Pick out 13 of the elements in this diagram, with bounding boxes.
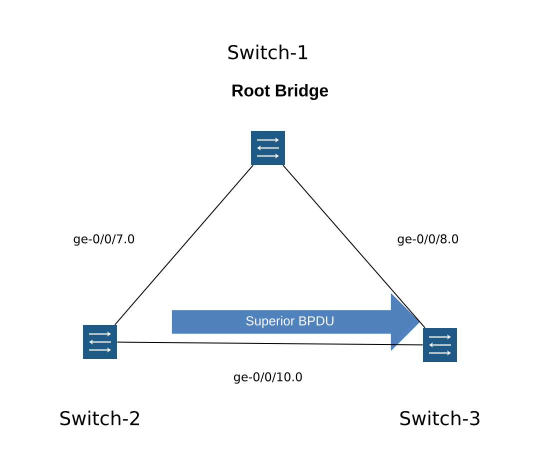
switch-name: Switch-3 [400,410,480,426]
role-label: Root Bridge [232,84,328,100]
connection-line [116,342,424,346]
edge-label: ge-0/0/8.0 [398,234,458,246]
edge-label: ge-0/0/10.0 [234,372,302,384]
switch-name: Switch-1 [228,44,308,60]
connection-line [282,164,426,328]
switch-icon [251,131,285,165]
switch-name: Switch-2 [60,410,139,426]
switch-icon [423,328,457,362]
connection-line [114,164,254,326]
switch-icon [83,325,117,359]
edge-label: ge-0/0/7.0 [74,234,134,246]
